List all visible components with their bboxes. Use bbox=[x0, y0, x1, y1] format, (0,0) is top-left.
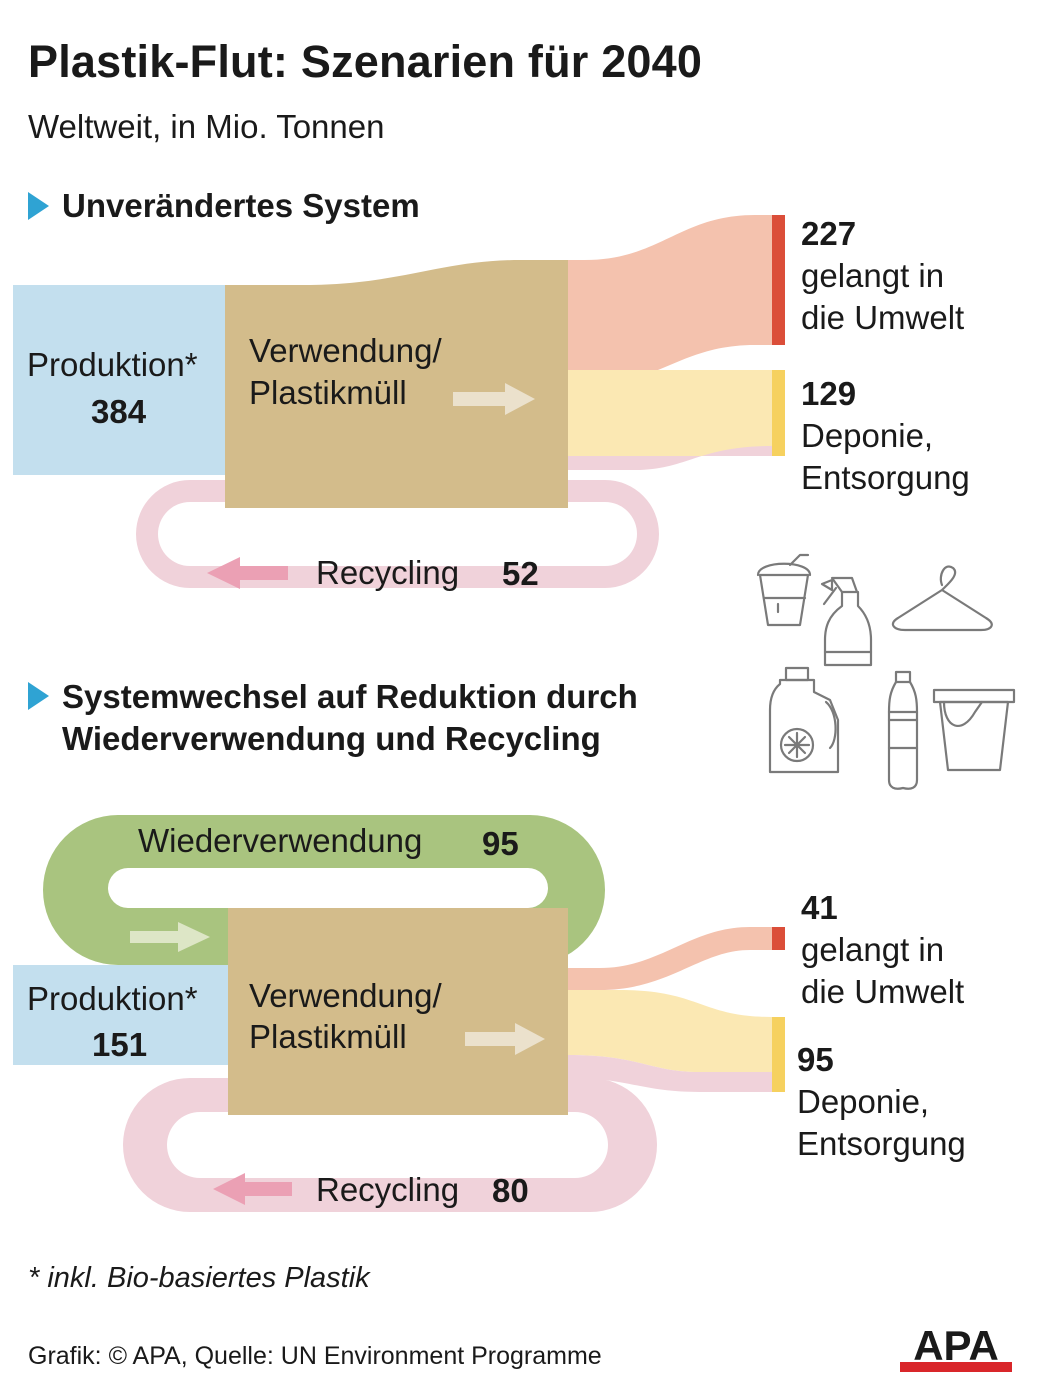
s2-deponie-bar bbox=[772, 1017, 785, 1092]
s2-umwelt-line1: gelangt in bbox=[801, 931, 945, 968]
bucket-icon bbox=[932, 688, 1016, 772]
s2-umwelt-flow bbox=[568, 927, 773, 990]
s2-deponie-line1: Deponie, bbox=[797, 1083, 930, 1120]
s1-recycling-value: 52 bbox=[502, 555, 539, 592]
page-subtitle: Weltweit, in Mio. Tonnen bbox=[28, 108, 385, 145]
s2-recycling-value: 80 bbox=[492, 1172, 529, 1209]
s1-heading-marker bbox=[28, 192, 49, 220]
s2-deponie-value: 95 bbox=[797, 1041, 834, 1078]
s1-recycling-label: Recycling bbox=[316, 554, 460, 591]
s1-recycling-arrow bbox=[207, 557, 288, 589]
s2-umwelt-value: 41 bbox=[801, 889, 838, 926]
s2-produktion-box bbox=[13, 965, 228, 1065]
s1-recycling-loop bbox=[136, 480, 659, 588]
s1-verwendung-line2: Plastikmüll bbox=[249, 374, 407, 411]
s1-umwelt-bar bbox=[772, 215, 785, 345]
s1-umwelt-line1: gelangt in bbox=[801, 257, 945, 294]
detergent-bottle-icon bbox=[768, 666, 840, 774]
s1-deponie-flow bbox=[568, 370, 773, 456]
s2-produktion-value: 151 bbox=[92, 1026, 148, 1063]
s2-wiederverwendung-arrow bbox=[130, 922, 210, 952]
s1-produktion-box bbox=[13, 285, 227, 475]
s2-verwendung-line2: Plastikmüll bbox=[249, 1018, 407, 1055]
s2-recycling-out-flow bbox=[568, 1055, 773, 1092]
s2-deponie-flow bbox=[568, 990, 773, 1072]
s1-heading: Unverändertes System bbox=[62, 187, 420, 224]
cup-with-straw-icon bbox=[756, 553, 812, 627]
s2-verwendung-line1: Verwendung/ bbox=[249, 977, 442, 1014]
s1-deponie-bar bbox=[772, 370, 785, 456]
s1-umwelt-flow bbox=[568, 215, 773, 385]
s1-produktion-value: 384 bbox=[91, 393, 147, 430]
clothes-hanger-icon bbox=[891, 565, 993, 632]
s2-verwendung-box bbox=[228, 908, 568, 1115]
s1-produktion-label: Produktion* bbox=[27, 346, 198, 383]
s1-deponie-value: 129 bbox=[801, 375, 857, 412]
s2-wiederverwendung-label: Wiederverwendung bbox=[138, 822, 423, 859]
spray-bottle-icon bbox=[820, 576, 873, 667]
s2-recycling-arrow bbox=[213, 1173, 292, 1205]
apa-logo: APA bbox=[900, 1322, 1012, 1372]
s1-umwelt-line2: die Umwelt bbox=[801, 299, 965, 336]
page-title: Plastik-Flut: Szenarien für 2040 bbox=[28, 36, 703, 87]
s2-heading-line1: Systemwechsel auf Reduktion durch bbox=[62, 678, 638, 715]
s2-heading-marker bbox=[28, 682, 49, 710]
s2-produktion-label: Produktion* bbox=[27, 980, 198, 1017]
s1-flow-arrow bbox=[453, 383, 535, 415]
apa-logo-text: APA bbox=[913, 1322, 999, 1369]
s1-verwendung-line1: Verwendung/ bbox=[249, 332, 442, 369]
s2-heading-line2: Wiederverwendung und Recycling bbox=[62, 720, 601, 757]
s1-deponie-line2: Entsorgung bbox=[801, 459, 970, 496]
s1-umwelt-value: 227 bbox=[801, 215, 857, 252]
s1-deponie-line1: Deponie, bbox=[801, 417, 934, 454]
s2-deponie-line2: Entsorgung bbox=[797, 1125, 966, 1162]
source-credit: Grafik: © APA, Quelle: UN Environment Pr… bbox=[28, 1342, 602, 1370]
s2-umwelt-bar bbox=[772, 927, 785, 950]
s2-recycling-loop bbox=[123, 1078, 657, 1212]
plastic-bottle-icon bbox=[887, 670, 919, 790]
s1-verwendung-box bbox=[225, 260, 568, 508]
s2-recycling-label: Recycling bbox=[316, 1171, 460, 1208]
s2-umwelt-line2: die Umwelt bbox=[801, 973, 965, 1010]
footnote: * inkl. Bio-basiertes Plastik bbox=[28, 1262, 370, 1294]
s2-flow-arrow bbox=[465, 1023, 545, 1055]
s2-wiederverwendung-value: 95 bbox=[482, 825, 519, 862]
s1-recycling-out-flow bbox=[568, 446, 773, 470]
